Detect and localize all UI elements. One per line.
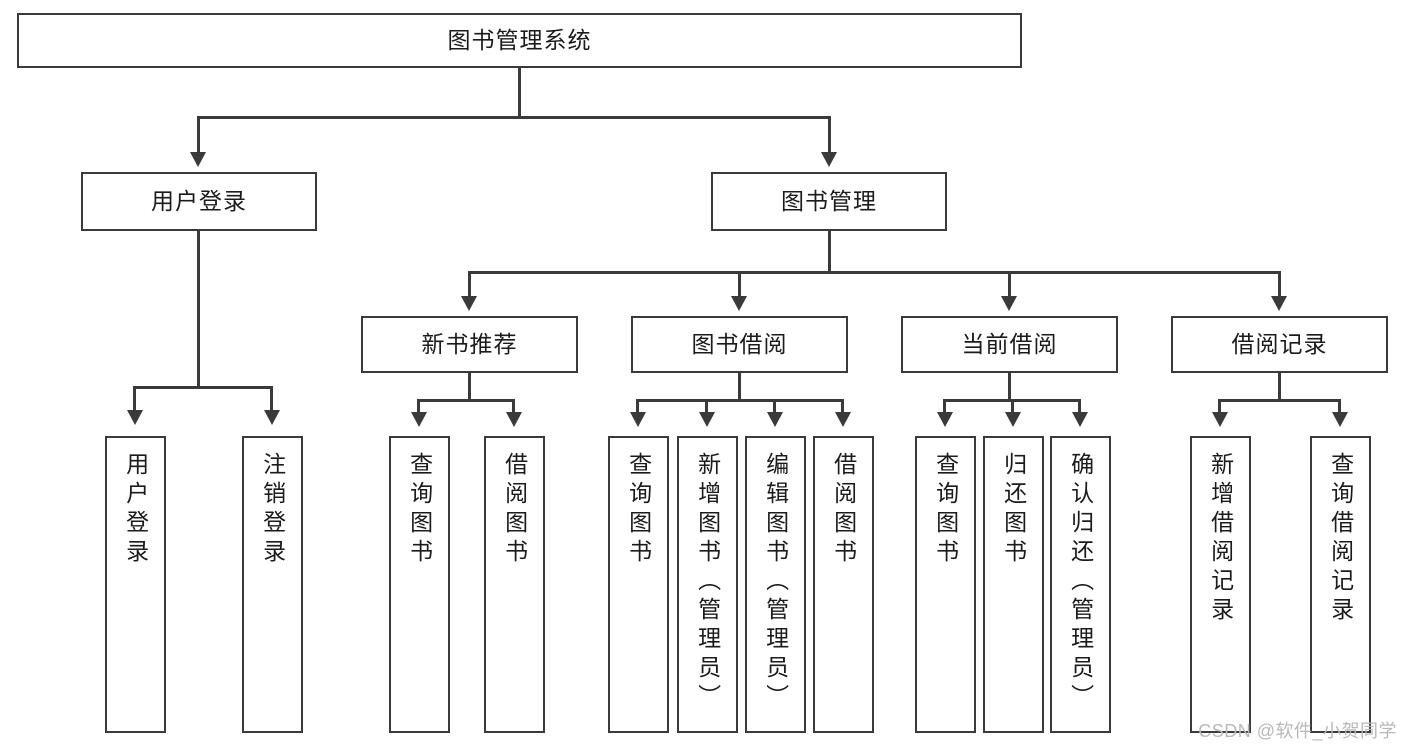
arrowhead-leaf-query-book-1 bbox=[411, 412, 427, 427]
node-label: 注销登录 bbox=[259, 452, 286, 568]
connector-new-books-bus bbox=[417, 399, 515, 402]
arrowhead-to-borrow bbox=[731, 296, 747, 311]
arrowhead-leaf-query-book-3 bbox=[937, 412, 953, 427]
connector-borrow-stem bbox=[738, 373, 741, 401]
node-label: 新书推荐 bbox=[421, 331, 518, 358]
leaf-logout[interactable]: 注销登录 bbox=[242, 436, 303, 733]
connector-records-drop-1 bbox=[1218, 399, 1221, 415]
node-label: 查询图书 bbox=[625, 452, 652, 568]
leaf-query-book-borrow[interactable]: 查询图书 bbox=[608, 436, 669, 733]
connector-new-books-drop-2 bbox=[512, 399, 515, 415]
node-label: 归还图书 bbox=[1000, 452, 1027, 568]
connector-level3-bus bbox=[468, 271, 1280, 274]
node-new-book-recommend[interactable]: 新书推荐 bbox=[361, 316, 578, 373]
connector-borrow-drop-3 bbox=[773, 399, 776, 415]
leaf-borrow-book[interactable]: 借阅图书 bbox=[813, 436, 874, 733]
node-label: 图书管理系统 bbox=[447, 27, 592, 54]
connector-user-login-drop-2 bbox=[270, 386, 273, 414]
connector-current-borrow-stem bbox=[1008, 373, 1011, 401]
connector-records-drop-2 bbox=[1338, 399, 1341, 415]
arrowhead-leaf-borrow-book-1 bbox=[506, 412, 522, 427]
leaf-user-login[interactable]: 用户登录 bbox=[105, 436, 166, 733]
arrowhead-leaf-query-record bbox=[1332, 412, 1348, 427]
connector-root-stem bbox=[518, 68, 521, 117]
connector-new-books-drop-1 bbox=[417, 399, 420, 415]
node-label: 编辑图书（管理员） bbox=[762, 452, 789, 713]
arrowhead-leaf-return-book bbox=[1005, 412, 1021, 427]
connector-borrow-drop-1 bbox=[636, 399, 639, 415]
leaf-add-book-admin[interactable]: 新增图书（管理员） bbox=[677, 436, 738, 733]
node-label: 查询图书 bbox=[932, 452, 959, 568]
arrowhead-leaf-borrow-book-2 bbox=[835, 412, 851, 427]
connector-book-mgmt-stem bbox=[828, 231, 831, 272]
connector-borrow-drop-4 bbox=[841, 399, 844, 415]
arrowhead-to-user-login bbox=[190, 152, 206, 167]
connector-user-login-drop-1 bbox=[133, 386, 136, 414]
node-label: 借阅记录 bbox=[1231, 331, 1328, 358]
arrowhead-to-borrow-records bbox=[1271, 296, 1287, 311]
connector-level2-bus bbox=[197, 116, 831, 119]
node-label: 图书借阅 bbox=[691, 331, 788, 358]
connector-to-borrow-records bbox=[1278, 271, 1281, 299]
node-label: 图书管理 bbox=[781, 188, 877, 215]
arrowhead-leaf-edit-book bbox=[767, 412, 783, 427]
leaf-return-book[interactable]: 归还图书 bbox=[983, 436, 1044, 733]
arrowhead-leaf-add-book bbox=[699, 412, 715, 427]
node-label: 当前借阅 bbox=[961, 331, 1058, 358]
node-label: 借阅图书 bbox=[830, 452, 857, 568]
connector-to-user-login bbox=[197, 116, 200, 156]
connector-current-borrow-drop-2 bbox=[1011, 399, 1014, 415]
connector-to-borrow bbox=[738, 271, 741, 299]
arrowhead-leaf-add-record bbox=[1212, 412, 1228, 427]
node-label: 新增图书（管理员） bbox=[694, 452, 721, 713]
connector-user-login-stem bbox=[197, 231, 200, 388]
arrowhead-leaf-user-login bbox=[127, 410, 143, 425]
leaf-borrow-book-new[interactable]: 借阅图书 bbox=[484, 436, 545, 733]
connector-new-books-stem bbox=[468, 373, 471, 401]
arrowhead-leaf-logout bbox=[264, 410, 280, 425]
arrowhead-to-book-mgmt bbox=[821, 152, 837, 167]
node-label: 确认归还（管理员） bbox=[1067, 452, 1094, 713]
connector-records-bus bbox=[1218, 399, 1341, 402]
node-label: 查询图书 bbox=[406, 452, 433, 568]
connector-to-current-borrow bbox=[1008, 271, 1011, 299]
node-book-management[interactable]: 图书管理 bbox=[711, 172, 947, 231]
leaf-query-book-current[interactable]: 查询图书 bbox=[915, 436, 976, 733]
connector-to-new-books bbox=[468, 271, 471, 299]
node-borrow-records[interactable]: 借阅记录 bbox=[1171, 316, 1388, 373]
arrowhead-leaf-query-book-2 bbox=[630, 412, 646, 427]
node-book-borrow[interactable]: 图书借阅 bbox=[631, 316, 848, 373]
connector-borrow-bus bbox=[636, 399, 844, 402]
leaf-query-book-new[interactable]: 查询图书 bbox=[389, 436, 450, 733]
connector-records-stem bbox=[1278, 373, 1281, 401]
connector-current-borrow-drop-1 bbox=[943, 399, 946, 415]
node-label: 新增借阅记录 bbox=[1207, 452, 1234, 626]
leaf-confirm-return-admin[interactable]: 确认归还（管理员） bbox=[1050, 436, 1111, 733]
leaf-query-borrow-record[interactable]: 查询借阅记录 bbox=[1310, 436, 1371, 733]
arrowhead-to-new-books bbox=[461, 296, 477, 311]
node-user-login[interactable]: 用户登录 bbox=[81, 172, 317, 231]
connector-borrow-drop-2 bbox=[705, 399, 708, 415]
leaf-add-borrow-record[interactable]: 新增借阅记录 bbox=[1190, 436, 1251, 733]
connector-current-borrow-drop-3 bbox=[1078, 399, 1081, 415]
connector-user-login-bus bbox=[133, 386, 270, 389]
connector-to-book-mgmt bbox=[828, 116, 831, 156]
node-current-borrow[interactable]: 当前借阅 bbox=[901, 316, 1118, 373]
node-label: 用户登录 bbox=[151, 188, 247, 215]
node-label: 用户登录 bbox=[122, 452, 149, 568]
node-root-system[interactable]: 图书管理系统 bbox=[17, 13, 1022, 68]
node-label: 查询借阅记录 bbox=[1327, 452, 1354, 626]
arrowhead-leaf-confirm-return bbox=[1072, 412, 1088, 427]
arrowhead-to-current-borrow bbox=[1001, 296, 1017, 311]
leaf-edit-book-admin[interactable]: 编辑图书（管理员） bbox=[745, 436, 806, 733]
node-label: 借阅图书 bbox=[501, 452, 528, 568]
